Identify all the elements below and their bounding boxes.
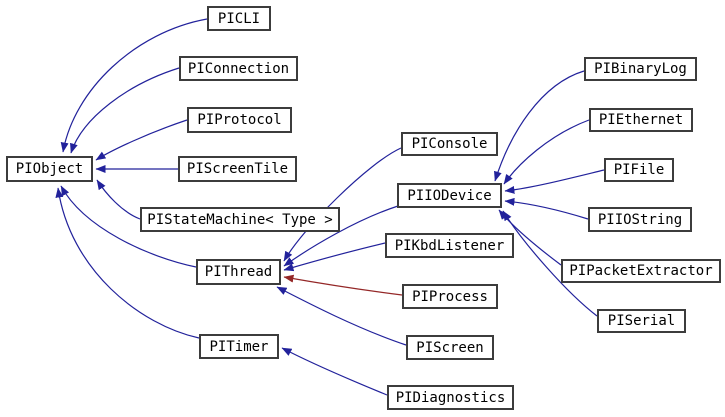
edge-PIEthernet-to-PIIODevice [503, 119, 590, 185]
node-PIEthernet[interactable]: PIEthernet [589, 108, 693, 132]
edge-PIProtocol-to-PIObject [95, 119, 188, 161]
edge-PIIOString-to-PIIODevice [504, 197, 589, 220]
class-name-label: PIFile [613, 162, 665, 178]
node-PIConnection[interactable]: PIConnection [179, 56, 298, 81]
node-PIObject[interactable]: PIObject [6, 156, 93, 182]
node-PIPacketExtractor[interactable]: PIPacketExtractor [561, 259, 721, 283]
edge-PIProcess-to-PIThread [283, 274, 403, 296]
node-PIScreen[interactable]: PIScreen [406, 335, 494, 360]
class-name-label: PITimer [209, 338, 269, 355]
class-name-label: PIKbdListener [394, 237, 505, 254]
node-PIKbdListener[interactable]: PIKbdListener [385, 233, 514, 258]
edge-PISerial-to-PIIODevice [502, 210, 598, 317]
class-name-label: PIIOString [597, 211, 683, 228]
node-PIIOString[interactable]: PIIOString [588, 207, 692, 232]
edge-PIDiagnostics-to-PITimer [281, 347, 388, 396]
class-name-label: PICLI [217, 10, 261, 27]
edge-PIScreen-to-PIThread [276, 286, 407, 346]
edge-PIFile-to-PIIODevice [504, 169, 605, 194]
node-PIConsole[interactable]: PIConsole [401, 132, 498, 156]
class-name-label: PIObject [15, 161, 84, 177]
edge-PITimer-to-PIObject [55, 187, 200, 339]
node-PIProtocol[interactable]: PIProtocol [187, 107, 292, 133]
class-name-label: PIScreen [416, 339, 484, 356]
class-name-label: PIPacketExtractor [569, 263, 713, 279]
class-name-label: PIConnection [187, 60, 290, 77]
node-PITimer[interactable]: PITimer [199, 334, 279, 359]
class-name-label: PIProcess [412, 288, 488, 305]
edge-PIThread-to-PIObject [60, 185, 197, 268]
node-PIThread[interactable]: PIThread [196, 259, 281, 285]
node-PIProcess[interactable]: PIProcess [402, 284, 498, 309]
edge-PIKbdListener-to-PIThread [283, 242, 386, 272]
edge-PICLI-to-PIObject [60, 18, 208, 153]
node-PIDiagnostics[interactable]: PIDiagnostics [387, 385, 514, 410]
class-name-label: PIIODevice [407, 187, 492, 204]
class-name-label: PIScreenTile [186, 161, 289, 177]
edge-PIConnection-to-PIObject [70, 67, 180, 154]
class-name-label: PIBinaryLog [594, 61, 687, 77]
node-PIIODevice[interactable]: PIIODevice [397, 183, 502, 208]
node-PIFile[interactable]: PIFile [604, 158, 674, 182]
edge-PIIODevice-to-PIThread [283, 205, 399, 267]
class-name-label: PIThread [204, 264, 273, 280]
node-PICLI[interactable]: PICLI [207, 6, 271, 31]
class-name-label: PISerial [607, 313, 676, 329]
class-name-label: PIConsole [411, 136, 488, 152]
class-name-label: PIStateMachine< Type > [147, 211, 333, 228]
edge-PIStateMachine-to-PIObject [96, 179, 141, 220]
class-name-label: PIDiagnostics [395, 389, 506, 406]
node-PIScreenTile[interactable]: PIScreenTile [178, 156, 297, 182]
node-PISerial[interactable]: PISerial [597, 309, 686, 333]
class-name-label: PIEthernet [598, 112, 684, 128]
node-PIStateMachine[interactable]: PIStateMachine< Type > [140, 207, 340, 232]
node-PIBinaryLog[interactable]: PIBinaryLog [584, 57, 697, 81]
edge-PIBinaryLog-to-PIIODevice [494, 70, 585, 182]
edge-PIConsole-to-PIThread [283, 147, 402, 262]
class-name-label: PIProtocol [197, 112, 282, 128]
